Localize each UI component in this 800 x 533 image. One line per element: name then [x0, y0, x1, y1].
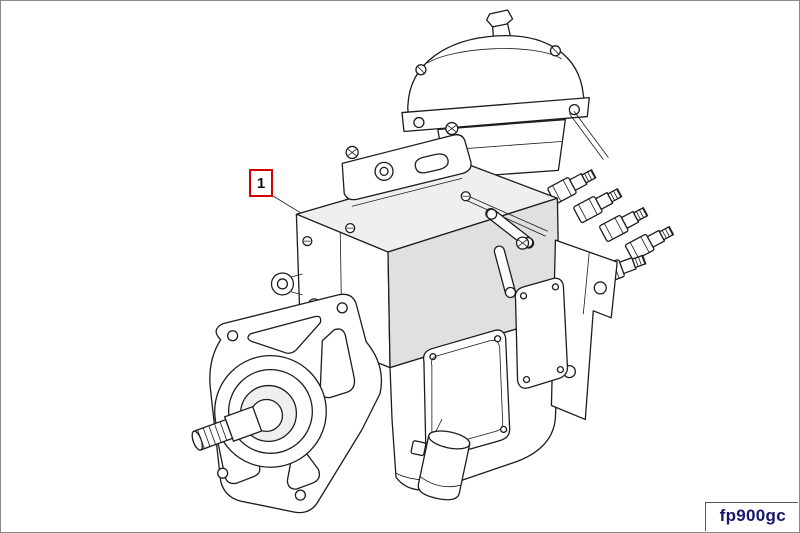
part-code-label: fp900gc [719, 506, 786, 525]
control-levers [485, 207, 535, 299]
hydraulic-head-cover [514, 277, 569, 389]
drive-shaft [191, 406, 263, 451]
overflow-wire [568, 111, 609, 160]
side-bracket [550, 239, 618, 421]
shutoff-solenoid [410, 419, 471, 501]
callout-1-label: 1 [256, 174, 266, 192]
part-code-box: fp900gc [704, 502, 798, 531]
callout-1[interactable]: 1 [249, 169, 273, 197]
mounting-flange [209, 293, 383, 514]
side-inspection-cover [422, 329, 511, 460]
